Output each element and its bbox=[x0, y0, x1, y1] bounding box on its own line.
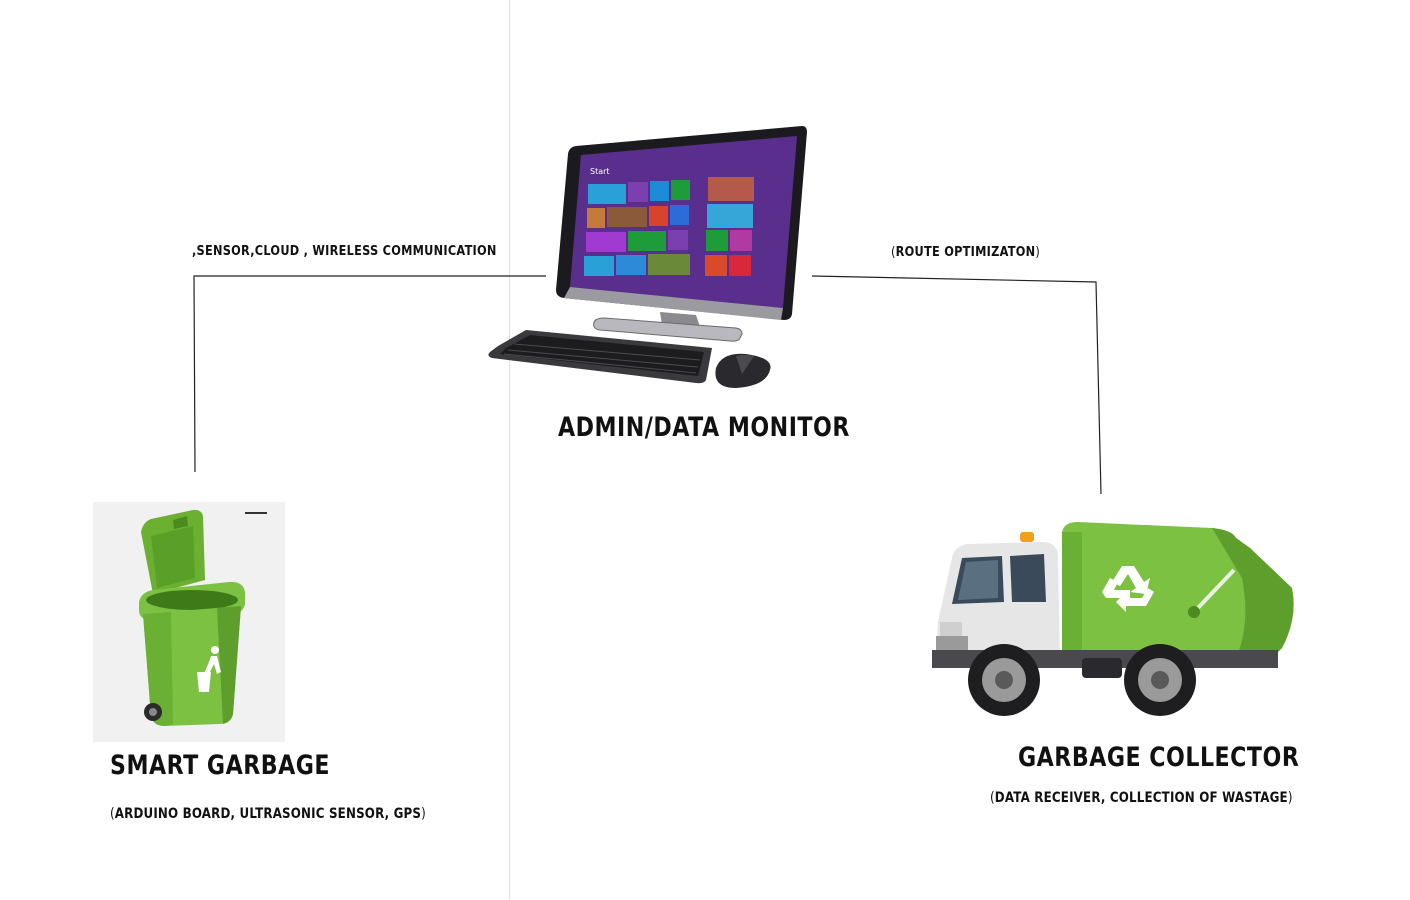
connector-left bbox=[193, 275, 546, 473]
truck-subtitle-text: DATA RECEIVER, COLLECTION OF WASTAGE bbox=[994, 790, 1288, 806]
desktop-computer-icon: Start bbox=[488, 126, 807, 388]
recycle-bin-icon bbox=[139, 509, 245, 726]
edge-label-left: ,SENSOR,CLOUD , WIRELESS COMMUNICATION bbox=[192, 243, 497, 259]
panel-divider bbox=[509, 0, 510, 900]
paren-open: ( bbox=[110, 806, 115, 822]
screen-start-text: Start bbox=[590, 167, 610, 176]
edge-label-right-text: ROUTE OPTIMIZATON bbox=[895, 244, 1036, 260]
admin-title: ADMIN/DATA MONITOR bbox=[558, 412, 850, 443]
garbage-truck-icon bbox=[932, 522, 1294, 716]
connector-right bbox=[811, 275, 1102, 495]
paren-open: ( bbox=[891, 244, 896, 260]
bin-subtitle-text: ARDUINO BOARD, ULTRASONIC SENSOR, GPS bbox=[114, 806, 422, 822]
truck-subtitle: (DATA RECEIVER, COLLECTION OF WASTAGE) bbox=[990, 790, 1293, 806]
paren-close: ) bbox=[421, 806, 426, 822]
paren-close: ) bbox=[1035, 244, 1041, 260]
truck-title: GARBAGE COLLECTOR bbox=[1018, 742, 1300, 773]
bin-subtitle: (ARDUINO BOARD, ULTRASONIC SENSOR, GPS) bbox=[110, 806, 426, 822]
bin-title: SMART GARBAGE bbox=[110, 750, 331, 781]
bin-panel-mark bbox=[245, 512, 267, 514]
paren-open: ( bbox=[990, 790, 995, 806]
edge-label-right: (ROUTE OPTIMIZATON) bbox=[891, 244, 1040, 260]
paren-close: ) bbox=[1287, 790, 1293, 806]
